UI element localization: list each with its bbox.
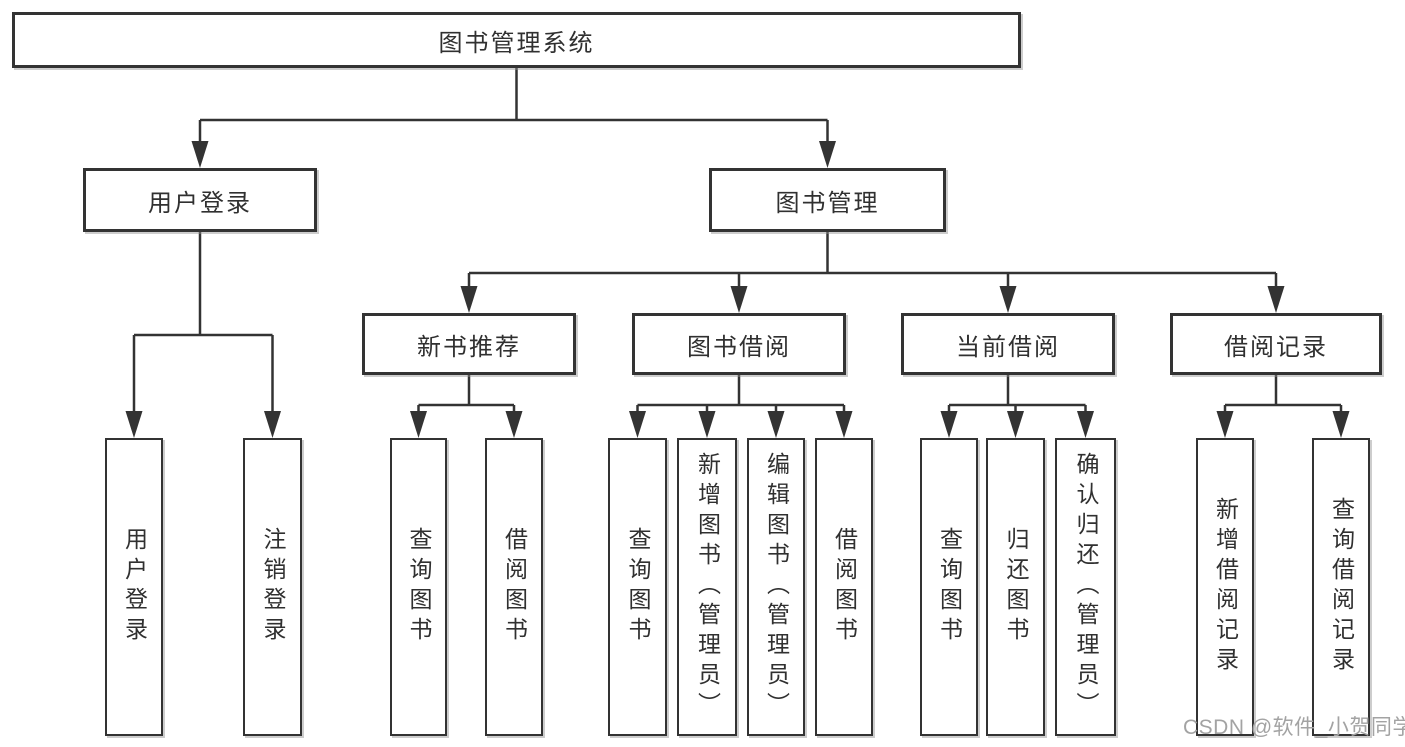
leaf-query-books-borrow: 查询图书 bbox=[608, 438, 667, 736]
leaf-query-books-recommend: 查询图书 bbox=[390, 438, 447, 736]
leaf-confirm-return-admin: 确认归还（管理员） bbox=[1055, 438, 1116, 736]
leaf-query-books-current: 查询图书 bbox=[920, 438, 978, 736]
node-user-login: 用户登录 bbox=[83, 168, 317, 232]
connector-borrow-records-branch bbox=[1216, 375, 1350, 438]
node-new-book-recommend: 新书推荐 bbox=[362, 313, 576, 375]
node-book-borrow: 图书借阅 bbox=[632, 313, 846, 375]
csdn-watermark: CSDN @软件_小贺同学 bbox=[1183, 716, 1405, 739]
connector-book-management-branch bbox=[460, 232, 1285, 313]
node-book-management: 图书管理 bbox=[709, 168, 946, 232]
leaf-query-borrow-record: 查询借阅记录 bbox=[1312, 438, 1370, 736]
connector-book-borrow-branch bbox=[629, 375, 853, 438]
connector-root-to-level2 bbox=[191, 68, 836, 168]
connector-current-borrow-branch bbox=[940, 375, 1094, 438]
leaf-borrow-books-recommend: 借阅图书 bbox=[485, 438, 543, 736]
leaf-add-borrow-record: 新增借阅记录 bbox=[1196, 438, 1254, 736]
node-root-system: 图书管理系统 bbox=[12, 12, 1021, 68]
connector-user-login-branch bbox=[125, 232, 281, 438]
leaf-user-login: 用户登录 bbox=[105, 438, 163, 736]
leaf-logout-login: 注销登录 bbox=[243, 438, 302, 736]
leaf-borrow-books: 借阅图书 bbox=[815, 438, 873, 736]
node-borrow-records: 借阅记录 bbox=[1170, 313, 1382, 375]
leaf-return-books: 归还图书 bbox=[986, 438, 1045, 736]
connector-new-book-recommend-branch bbox=[410, 375, 523, 438]
leaf-edit-books-admin: 编辑图书（管理员） bbox=[747, 438, 805, 736]
leaf-add-books-admin: 新增图书（管理员） bbox=[677, 438, 737, 736]
node-current-borrow: 当前借阅 bbox=[901, 313, 1115, 375]
